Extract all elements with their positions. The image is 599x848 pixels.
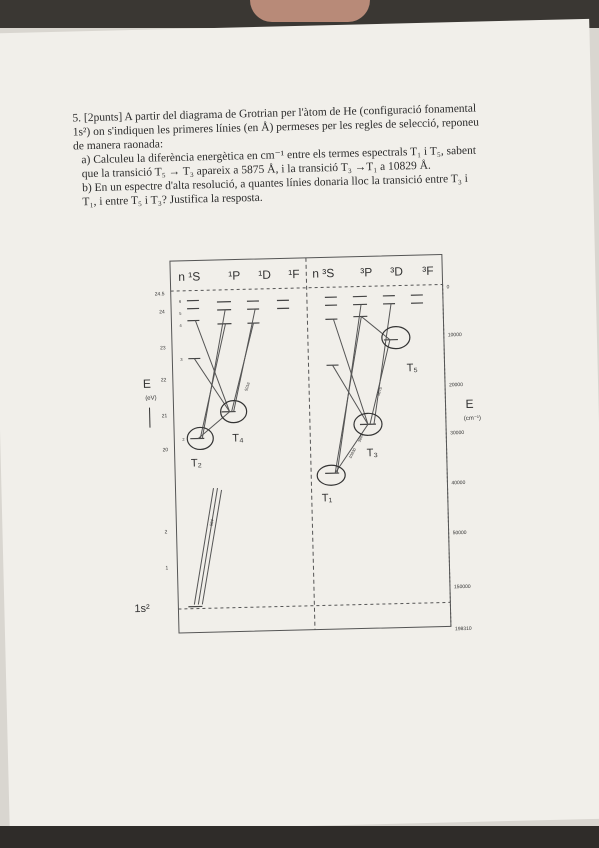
right-tick: 10000 (448, 332, 462, 338)
line-label: 10830 (347, 446, 357, 459)
line-label: 3889 (357, 432, 365, 443)
left-tick: 21 (162, 413, 168, 419)
term-label-t3: T₃ (367, 447, 378, 459)
line-label: 5016 (243, 381, 251, 392)
right-tick: 40000 (451, 480, 465, 486)
singlet-header-s: n ¹S (178, 269, 200, 284)
level-number: 6 (179, 299, 182, 304)
line-label: 5875 (376, 386, 384, 397)
right-axis-label: E (465, 397, 473, 411)
ground-label: 1s² (134, 603, 150, 615)
grotrian-diagram: n ¹S ¹P ¹D ¹F n ³S ³P ³D ³F 24.5 24 23 2… (134, 253, 481, 634)
left-axis-label: E (143, 377, 151, 391)
photo-bottom-edge (0, 826, 599, 848)
photo-top-edge (0, 0, 599, 28)
triplet-levels (324, 294, 424, 474)
triplet-header-f: ³F (422, 264, 434, 278)
left-tick: 20 (162, 447, 168, 453)
left-tick: 1 (165, 565, 168, 571)
right-tick: 30000 (450, 430, 464, 436)
left-axis-unit: (eV) (145, 395, 156, 401)
singlet-transitions (193, 308, 256, 605)
term-circle-t3 (353, 412, 383, 436)
left-tick: 22 (161, 377, 167, 383)
term-label-t2: T₂ (191, 457, 202, 469)
finger (250, 0, 370, 22)
left-tick: 24.5 (155, 291, 165, 297)
exam-page: 5. [2punts] A partir del diagrama de Gro… (0, 18, 599, 834)
level-number: 3 (180, 357, 183, 362)
left-tick: 24 (159, 309, 165, 315)
level-number: 5 (179, 311, 182, 316)
left-tick: 2 (164, 529, 167, 535)
term-label-t1: T₁ (322, 492, 333, 504)
left-tick: 23 (160, 345, 166, 351)
left-axis: 24.5 24 23 22 21 20 2 1 E (eV) 1s² (134, 291, 168, 615)
line-label: 584 (208, 518, 214, 526)
term-circle-t4 (220, 400, 248, 424)
diagram-divider (305, 257, 316, 630)
triplet-header-d: ³D (390, 264, 403, 278)
term-circle-t2 (186, 426, 214, 451)
singlet-levels (186, 299, 290, 608)
right-tick: 150000 (454, 584, 471, 590)
right-tick: 198310 (455, 626, 472, 632)
term-label-t4: T₄ (232, 432, 244, 444)
term-label-t5: T₅ (406, 362, 417, 374)
term-circle-t5 (381, 326, 411, 350)
right-axis: 0 10000 20000 30000 40000 50000 150000 1… (442, 284, 481, 632)
right-axis-unit: (cm⁻¹) (464, 416, 481, 422)
question-5: 5. [2punts] A partir del diagrama de Gro… (72, 100, 544, 209)
triplet-header-p: ³P (360, 265, 372, 279)
term-circle-t1 (316, 464, 346, 486)
triplet-transitions (332, 303, 392, 474)
triplet-header-s: n ³S (312, 266, 334, 281)
singlet-header-p: ¹P (228, 268, 240, 282)
right-tick: 20000 (449, 382, 463, 388)
right-tick: 0 (447, 284, 450, 290)
level-number: 4 (179, 323, 182, 328)
level-number: 2 (182, 437, 185, 442)
singlet-header-d: ¹D (258, 268, 271, 282)
right-tick: 50000 (453, 530, 467, 536)
singlet-header-f: ¹F (288, 267, 300, 281)
